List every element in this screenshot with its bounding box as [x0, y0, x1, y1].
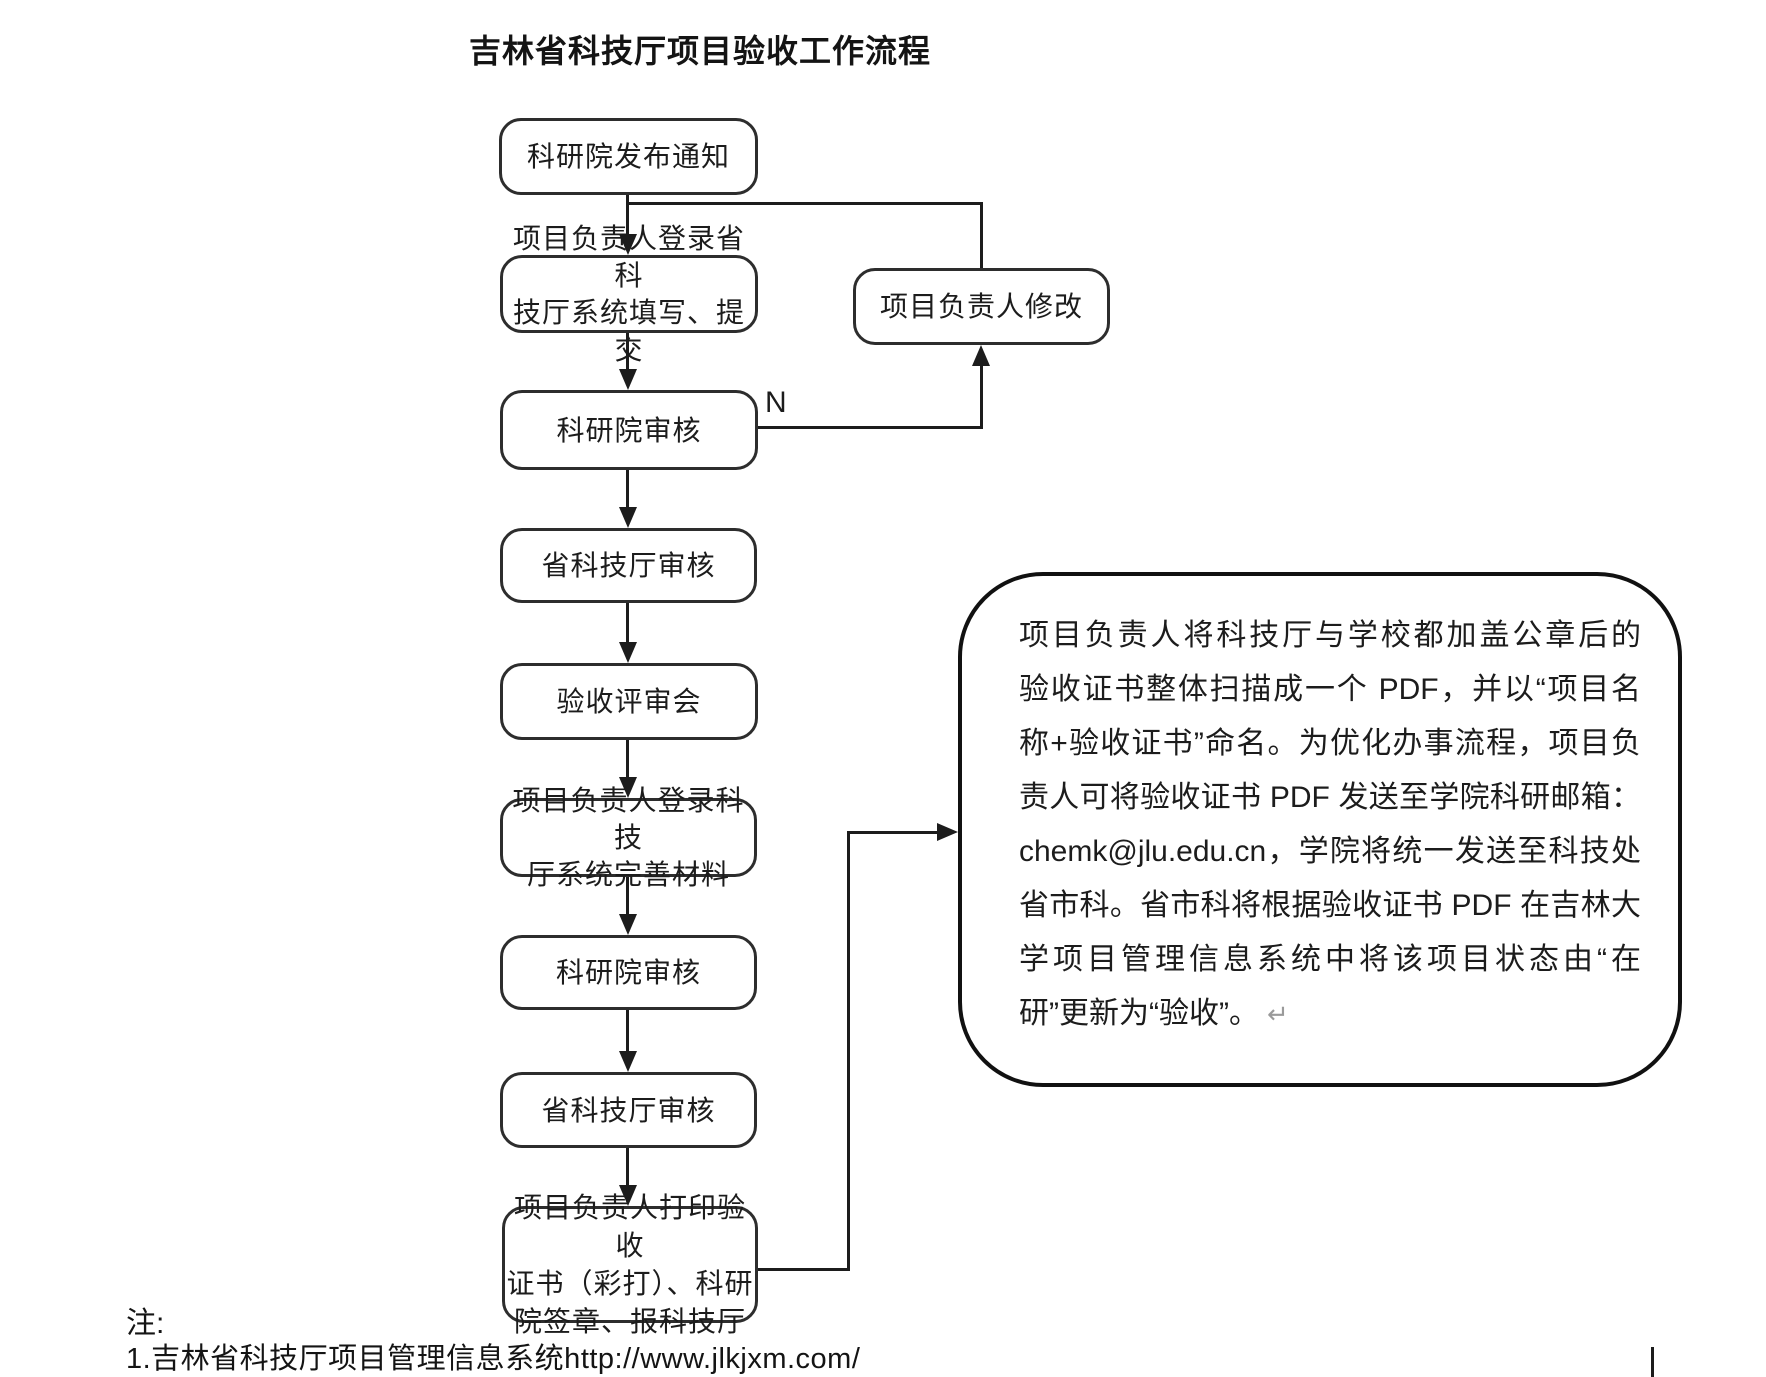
arrowhead-into-annotation-box [937, 823, 958, 841]
annotation-line-8-text: 研”更新为“验收”。 [1019, 997, 1259, 1030]
footnote-line-1: 1.吉林省科技厅项目管理信息系统http://www.jlkjxm.com/ [126, 1343, 861, 1375]
annotation-line-6: 省市科。省市科将根据验收证书 PDF 在吉林大 [1019, 889, 1641, 922]
connector-province2-to-print-stem [626, 1148, 629, 1186]
connector-print-to-annotation-bottom [758, 1268, 850, 1271]
connector-meeting-to-materials-stem [626, 740, 629, 778]
annotation-text: 项目负责人将科技厅与学校都加盖公章后的 验收证书整体扫描成一个 PDF，并以“项… [1019, 609, 1641, 1041]
connector-materials-to-review2-stem [626, 877, 629, 915]
annotation-line-4: 责人可将验收证书 PDF 发送至学院科研邮箱： [1019, 781, 1641, 814]
arrowhead-into-province-review-2 [619, 1051, 637, 1072]
flow-node-institute-review-1: 科研院审核 [500, 390, 758, 470]
arrowhead-into-complete-materials [619, 777, 637, 798]
flow-node-province-review-1: 省科技厅审核 [500, 528, 757, 603]
page-title: 吉林省科技厅项目验收工作流程 [468, 33, 931, 69]
flow-node-complete-materials: 项目负责人登录科技 厅系统完善材料 [500, 785, 757, 890]
connector-modify-return-top [626, 202, 983, 205]
flow-node-province-review-2: 省科技厅审核 [500, 1072, 757, 1148]
connector-n-branch-horizontal [758, 426, 982, 429]
return-mark-icon: ↵ [1266, 999, 1289, 1029]
annotation-line-3: 称+验收证书”命名。为优化办事流程，项目负 [1019, 727, 1641, 760]
flow-node-fill-submit: 项目负责人登录省科 技厅系统填写、提交 [500, 223, 758, 365]
connector-print-to-annotation-top [847, 831, 937, 834]
arrowhead-into-province-review-1 [619, 507, 637, 528]
connector-fill-to-review1-stem [626, 333, 629, 371]
flow-node-publish-notice: 科研院发布通知 [499, 118, 758, 195]
arrowhead-into-print-certificate [619, 1185, 637, 1206]
annotation-line-5: chemk@jlu.edu.cn，学院将统一发送至科技处 [1019, 835, 1641, 868]
arrowhead-into-institute-review-2 [619, 914, 637, 935]
connector-publish-to-fill-stem [626, 195, 629, 237]
flow-node-acceptance-meeting: 验收评审会 [500, 663, 758, 740]
connector-review1-to-province1-stem [626, 470, 629, 507]
flow-node-print-certificate: 项目负责人打印验收 证书（彩打）、科研 院签章、报科技厅 [502, 1192, 758, 1337]
stray-mark [1651, 1347, 1654, 1377]
footnote-heading: 注: [126, 1307, 165, 1340]
connector-review2-to-province2-stem [626, 1010, 629, 1052]
arrowhead-into-leader-modify [972, 345, 990, 366]
annotation-box: 项目负责人将科技厅与学校都加盖公章后的 验收证书整体扫描成一个 PDF，并以“项… [958, 572, 1682, 1087]
arrowhead-into-acceptance-meeting [619, 642, 637, 663]
branch-label-n: N [765, 386, 787, 419]
annotation-line-7: 学项目管理信息系统中将该项目状态由“在 [1019, 943, 1641, 976]
arrowhead-into-institute-review-1 [619, 369, 637, 390]
annotation-line-1: 项目负责人将科技厅与学校都加盖公章后的 [1019, 619, 1641, 652]
connector-modify-top-riser [980, 202, 983, 268]
flow-node-institute-review-2: 科研院审核 [500, 935, 757, 1010]
connector-n-branch-riser [980, 364, 983, 429]
connector-province1-to-meeting-stem [626, 603, 629, 643]
flow-node-leader-modify: 项目负责人修改 [853, 268, 1110, 345]
annotation-line-8: 研”更新为“验收”。↵ [1019, 987, 1641, 1041]
arrowhead-into-fill-submit [619, 234, 637, 255]
connector-print-to-annotation-riser [847, 831, 850, 1271]
annotation-line-2: 验收证书整体扫描成一个 PDF，并以“项目名 [1019, 673, 1641, 706]
